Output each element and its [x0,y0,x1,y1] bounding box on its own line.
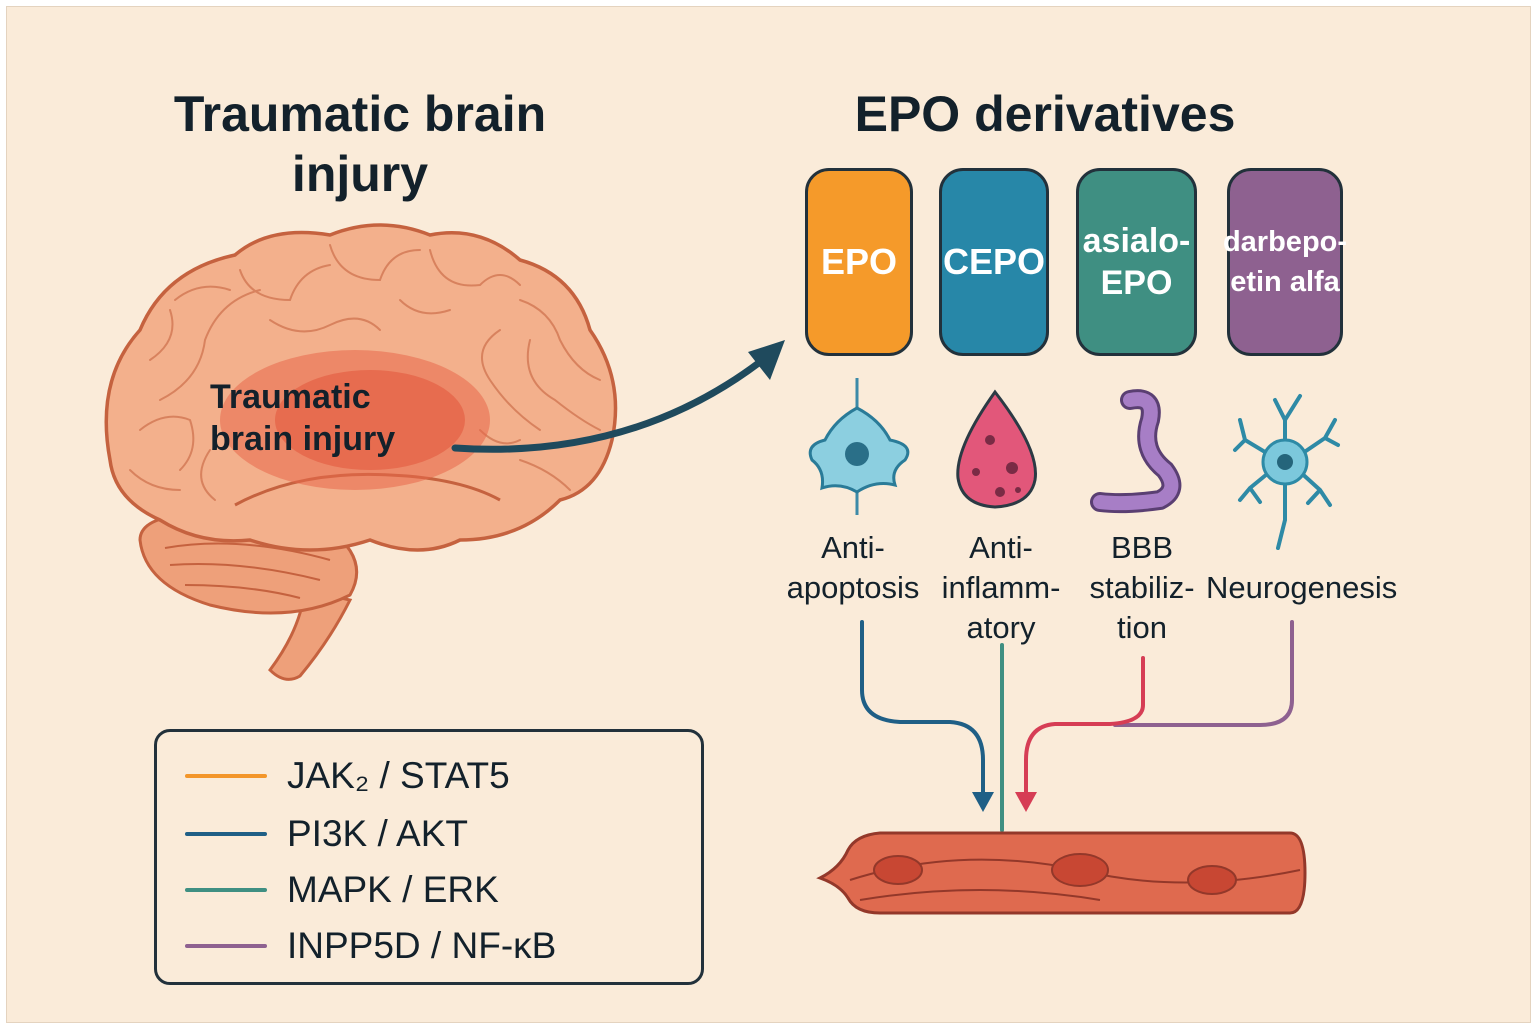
neuron-cell-icon [808,378,910,515]
drug-box-cepo: CEPO [939,168,1049,356]
right-title: EPO derivatives [854,86,1236,142]
effect-line: BBB [1110,530,1174,565]
legend-label: JAK₂ / STAT5 [287,755,510,796]
effect-line: Neurogenesis [1206,570,1398,605]
legend-label: MAPK / ERK [287,869,499,910]
drug-label-line2: EPO [1100,264,1173,302]
left-title: Traumatic brain injury [120,84,600,204]
drug-label-line2: etin alfa [1230,266,1340,298]
drug-label: EPO [820,241,898,282]
effect-line: Anti- [821,530,885,565]
effect-bbb-stabilization: BBB stabiliz- tion [1080,528,1204,648]
drug-box-epo: EPO [805,168,913,356]
effect-line: stabiliz- [1089,570,1195,605]
legend-item: JAK₂ / STAT5 [185,755,510,796]
effect-anti-inflammatory: Anti- inflamm- atory [936,528,1066,648]
left-title-line2: injury [291,146,429,202]
blood-vessel-icon [816,831,1307,915]
pathway-legend: JAK₂ / STAT5 PI3K / AKT MAPK / ERK INPP5… [154,729,704,985]
vessel-tube-icon [1090,389,1182,514]
legend-swatch [185,774,267,778]
curved-arrow-icon [451,340,785,453]
drug-box-darbepoetin: darbepo- etin alfa [1223,168,1347,356]
legend-swatch [185,944,267,948]
brain-label-line1: Traumatic [210,378,371,416]
drug-box-asialo-epo: asialo- EPO [1076,168,1197,356]
effect-neurogenesis: Neurogenesis [1206,568,1398,608]
brain-icon [104,223,618,681]
neuron-branching-icon [1233,394,1340,550]
effect-line: apoptosis [786,570,920,605]
legend-swatch [185,888,267,892]
legend-swatch [185,832,267,836]
pathway-connectors [860,620,1294,832]
left-title-line1: Traumatic brain [173,86,547,142]
brain-injury-label: Traumatic brain injury [210,376,450,460]
effect-line: inflamm- [941,570,1061,605]
drug-label: CEPO [942,241,1046,282]
legend-label: PI3K / AKT [287,813,468,854]
drug-label-line1: asialo- [1082,222,1191,260]
effect-anti-apoptosis: Anti- apoptosis [770,528,936,608]
legend-item: PI3K / AKT [185,813,468,854]
brain-label-line2: brain injury [210,420,396,458]
effect-line: Anti- [969,530,1033,565]
legend-item: MAPK / ERK [185,869,499,910]
drug-label-line1: darbepo- [1222,226,1348,258]
legend-label: INPP5D / NF-κB [287,925,557,966]
effect-line: tion [1117,610,1167,645]
legend-item: INPP5D / NF-κB [185,925,557,966]
blood-drop-icon [956,389,1037,509]
effect-line: atory [966,610,1036,645]
